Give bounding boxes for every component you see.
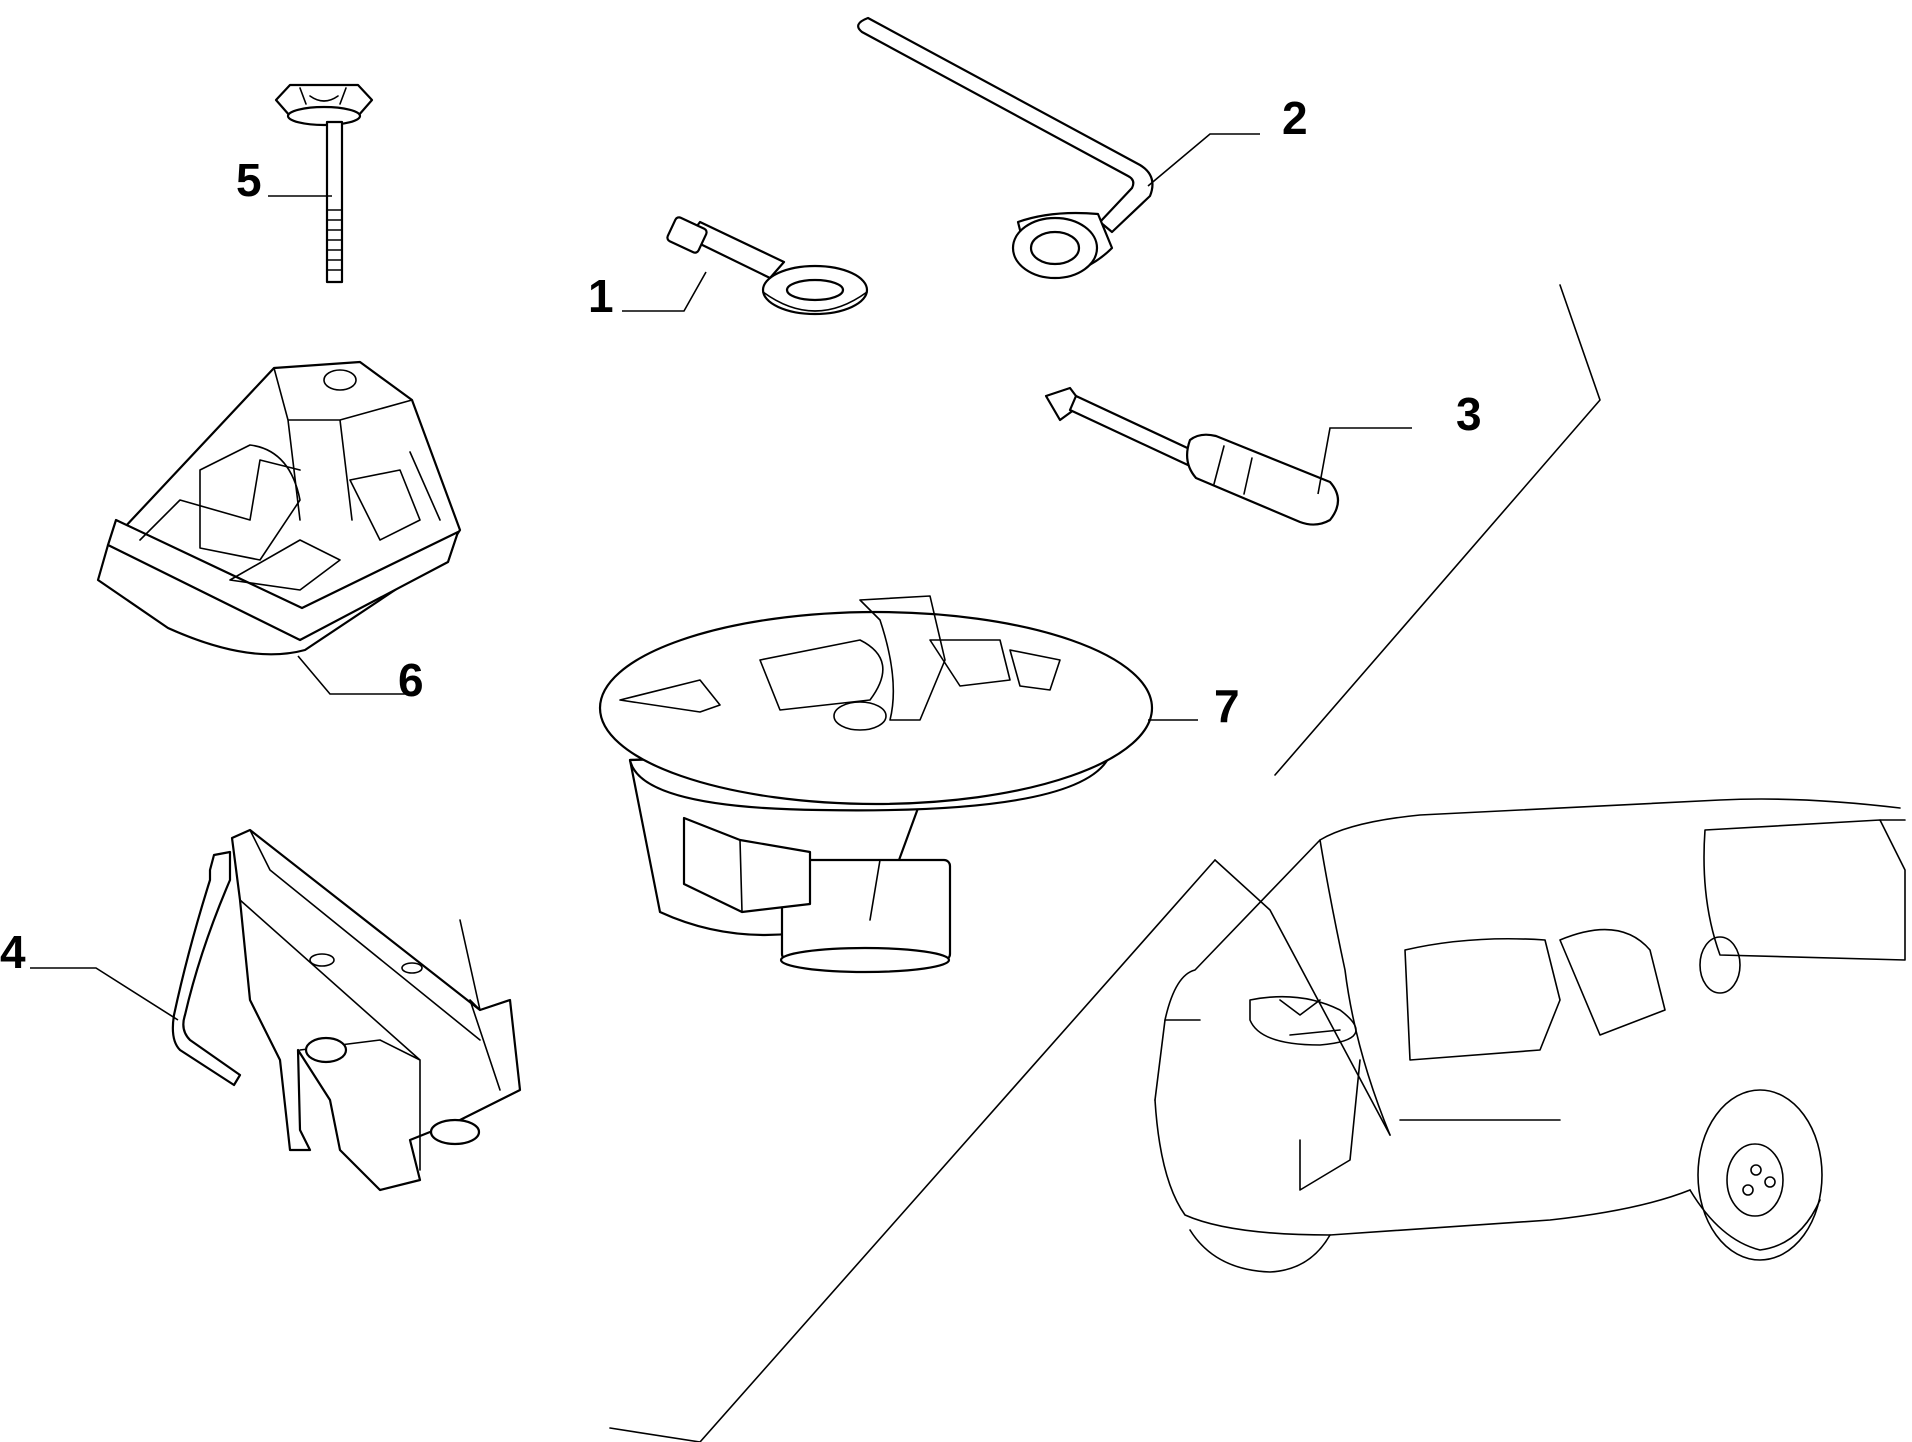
leader-lines — [30, 133, 1412, 1021]
callout-6: 6 — [398, 654, 424, 706]
fixing-bolt[interactable] — [274, 83, 374, 284]
callout-4: 4 — [0, 926, 26, 978]
callout-7: 7 — [1214, 680, 1240, 732]
tow-eye[interactable] — [666, 216, 869, 316]
jack[interactable] — [171, 828, 522, 1192]
callout-2: 2 — [1282, 92, 1308, 144]
callout-numbers: 1 2 3 4 5 6 7 — [0, 92, 1482, 978]
wheel-wrench[interactable] — [857, 16, 1154, 280]
callout-3: 3 — [1456, 388, 1482, 440]
car-outline — [609, 284, 1906, 1442]
screwdriver[interactable] — [1044, 386, 1340, 526]
callout-1: 1 — [588, 270, 614, 322]
callout-5: 5 — [236, 154, 262, 206]
tool-holder[interactable] — [96, 360, 462, 656]
spare-wheel-support[interactable] — [598, 595, 1154, 974]
